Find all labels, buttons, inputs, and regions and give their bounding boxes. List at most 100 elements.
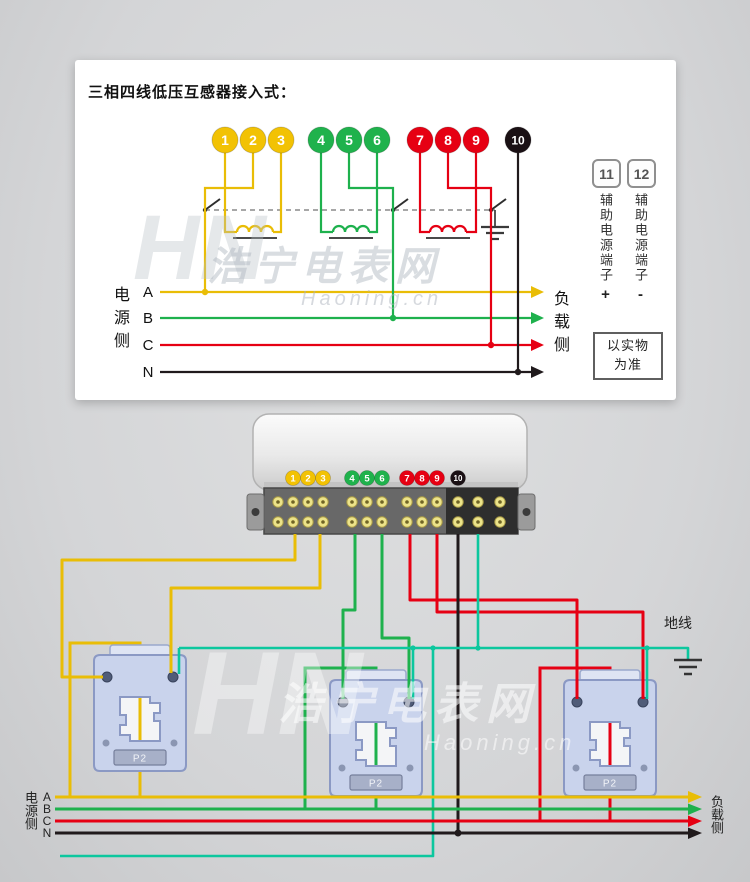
- source-side-label-bottom: 电源侧: [23, 791, 38, 830]
- meter-num-4: 4: [349, 474, 355, 485]
- field-wiring-svg: P2: [43, 413, 702, 858]
- phase-label-c: C: [143, 337, 154, 354]
- link-switch-a: [204, 198, 221, 211]
- terminal-screw: [472, 496, 484, 508]
- aux-label-11: 辅助电源端子: [598, 193, 613, 283]
- meter-badge-10: [450, 470, 466, 486]
- terminal-screw: [346, 516, 358, 528]
- phase-arrow-a: [531, 286, 544, 298]
- meter-num-5: 5: [364, 474, 370, 485]
- wire-ct-b-left: [319, 153, 333, 234]
- meter-lip: [264, 482, 518, 490]
- terminal-badge-1: [211, 126, 239, 154]
- terminal-num-6: 6: [373, 132, 381, 148]
- terminal-badge-6: [363, 126, 391, 154]
- terminal-screw: [302, 516, 314, 528]
- ear-screw-right: [522, 508, 531, 516]
- ground-bus: [179, 646, 690, 660]
- meter-terminal-numbers: 1 2 3 4 5 6 7 8 9 10: [290, 474, 463, 485]
- wire-sec-c1: [408, 534, 579, 699]
- phase-label-c-bottom: C: [43, 814, 52, 828]
- aux-label-12: 辅助电源端子: [633, 193, 648, 283]
- phase-b-circuit: [160, 153, 544, 324]
- terminal-screw: [452, 496, 464, 508]
- meter-num-7: 7: [404, 474, 409, 485]
- aux-plus-sign: +: [597, 286, 614, 305]
- phase-arrow-n-bottom: [688, 827, 702, 839]
- ground-bottom-run: [60, 648, 435, 858]
- junction-dot-c: [487, 341, 495, 349]
- ground-dot: [430, 645, 436, 651]
- terminal-screw: [472, 516, 484, 528]
- aux-terminal-11-column: 辅助电源端子 +: [597, 193, 614, 305]
- terminal-badge-7: [406, 126, 434, 154]
- coil-c: [428, 224, 468, 233]
- terminal-screw: [272, 516, 284, 528]
- aux-terminal-12-column: 辅助电源端子-: [632, 193, 649, 305]
- meter-num-2: 2: [305, 474, 310, 485]
- schematic-svg: A B C N 1 2 3 4: [143, 126, 656, 381]
- terminal-screw: [317, 516, 329, 528]
- primary-riser-b: [303, 666, 378, 809]
- terminal-badge-4: [307, 126, 335, 154]
- ground-dot: [410, 645, 416, 651]
- wire-ct-b-right: [369, 153, 379, 234]
- wire-ct-c-left: [418, 153, 430, 234]
- wire-ct-a-right: [273, 153, 283, 234]
- wire-voltage-a: [203, 153, 255, 292]
- phase-arrow-b-bottom: [688, 803, 702, 815]
- terminal-badge-8: [434, 126, 462, 154]
- terminal-num-7: 7: [416, 132, 424, 148]
- meter-num-3: 3: [320, 474, 325, 485]
- junction-dot-n: [514, 368, 522, 376]
- ground-dot: [644, 645, 650, 651]
- schematic-title: 三相四线低压互感器接入式：: [88, 84, 297, 101]
- note-line-1: 以实物: [606, 338, 649, 354]
- terminal-badge-numbers: 1 2 3 4 5 6 7 8 9 10: [221, 132, 525, 148]
- wire-sec-a2: [169, 534, 322, 673]
- terminal-screw: [431, 496, 443, 508]
- secondary-wires-yellow: [60, 534, 322, 679]
- ground-symbol-top: [481, 225, 509, 241]
- phase-c-circuit: [160, 153, 544, 351]
- terminal-badge-9: [462, 126, 490, 154]
- coil-b: [331, 224, 371, 233]
- schematic-panel: A B C N 1 2 3 4: [75, 60, 676, 400]
- terminal-badge-2: [239, 126, 267, 154]
- wire-sec-b2: [380, 534, 411, 699]
- terminal-num-9: 9: [472, 132, 480, 148]
- terminal-badge-5: [335, 126, 363, 154]
- ground-dot: [475, 645, 481, 651]
- ground-label: 地线: [664, 615, 692, 631]
- terminal-screw: [287, 496, 299, 508]
- meter-terminal-badges: [285, 470, 466, 486]
- secondary-wires-red: [408, 534, 645, 699]
- junction-dot-a: [201, 288, 209, 296]
- source-side-label-top: 电源侧: [111, 286, 128, 355]
- secondary-wires-green: [341, 534, 411, 699]
- wire-ct-c-right: [466, 153, 478, 234]
- terminal-screw: [452, 516, 464, 528]
- aux-num-12: 12: [634, 166, 650, 182]
- terminal-screw: [272, 496, 284, 508]
- meter-num-8: 8: [419, 474, 424, 485]
- terminal-screw: [494, 496, 506, 508]
- neutral-circuit: [160, 153, 544, 378]
- terminal-screw: [401, 516, 413, 528]
- terminal-num-8: 8: [444, 132, 452, 148]
- terminal-screw: [401, 496, 413, 508]
- terminal-num-2: 2: [249, 132, 257, 148]
- terminal-screw: [494, 516, 506, 528]
- wire-voltage-b: [347, 153, 395, 318]
- wire-sec-c2: [435, 534, 645, 699]
- terminal-num-10: 10: [511, 134, 525, 148]
- ear-screw-left: [251, 508, 260, 516]
- note-line-2: 为准: [613, 357, 642, 372]
- aux-box-12: [627, 159, 656, 188]
- terminal-screw: [302, 496, 314, 508]
- phase-a-circuit: [160, 153, 544, 298]
- terminal-screw: [416, 516, 428, 528]
- voltage-link-switches: [204, 198, 507, 211]
- aux-box-11: [592, 159, 621, 188]
